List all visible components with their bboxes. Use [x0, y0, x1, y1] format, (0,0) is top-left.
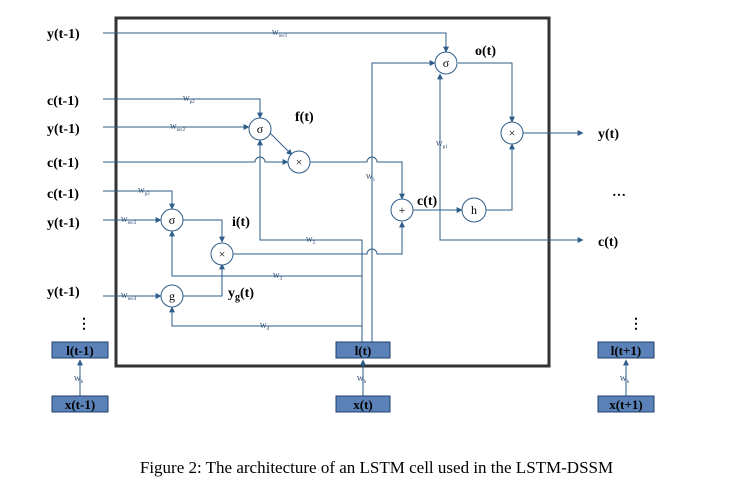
vdots-right: ⋮	[629, 317, 643, 332]
l-box-left-label: l(t-1)	[66, 343, 93, 358]
line-f-to-mul	[269, 132, 293, 156]
line-w1	[371, 60, 436, 342]
g-node	[160, 284, 184, 308]
label-y-out: y(t)	[598, 127, 619, 142]
input-y-3: y(t-1)	[47, 216, 80, 231]
weight-rec3: Wrec3	[121, 216, 137, 226]
weight-rec4: Wrec4	[121, 292, 137, 302]
input-gate-sigma-symbol: σ	[169, 213, 176, 227]
line-rec1	[103, 32, 449, 53]
cell-plus-node	[390, 198, 414, 222]
label-f: f(t)	[295, 110, 314, 125]
g-symbol: g	[169, 289, 175, 303]
weight-h-right: Wh	[620, 375, 630, 385]
l-box-mid	[335, 341, 391, 359]
line-mul-to-plus	[310, 156, 405, 200]
cell-frame	[114, 16, 551, 368]
weight-p1: Wp1	[436, 140, 448, 150]
weight-3: W3	[273, 272, 283, 282]
cell-plus-symbol: +	[399, 203, 406, 217]
l-box-right-label: l(t+1)	[611, 343, 642, 358]
forget-multiply-symbol: ×	[296, 155, 303, 169]
weight-p3: Wp3	[138, 187, 150, 197]
x-box-right-label: x(t+1)	[609, 397, 642, 412]
input-multiply-node	[210, 242, 234, 266]
label-c-out: c(t)	[598, 235, 619, 250]
input-gate-sigma	[160, 208, 184, 232]
line-o-to-mul	[458, 62, 515, 123]
l-box-mid-label: l(t)	[355, 343, 372, 358]
weight-h-left: Wh	[74, 375, 84, 385]
x-box-right	[597, 395, 655, 413]
output-gate-sigma-symbol: σ	[443, 56, 450, 70]
x-box-left-label: x(t-1)	[65, 397, 95, 412]
line-h-to-mul	[486, 143, 515, 211]
weight-1: W1	[366, 173, 376, 183]
weight-h-mid: Wh	[357, 375, 367, 385]
label-yg: yg(t)	[228, 286, 254, 303]
x-box-mid-label: x(t)	[353, 397, 373, 412]
tanh-h-symbol: h	[471, 203, 477, 217]
tanh-h-node	[461, 197, 487, 223]
line-i-to-mul	[183, 219, 225, 243]
input-y-2: y(t-1)	[47, 122, 80, 137]
line-p2	[103, 98, 263, 119]
weight-rec2: Wrec2	[170, 123, 186, 133]
line-g-to-mul	[183, 263, 225, 297]
line-w3	[169, 230, 362, 277]
input-c-3: c(t-1)	[47, 187, 79, 202]
label-o: o(t)	[475, 44, 496, 59]
input-multiply-symbol: ×	[219, 247, 226, 261]
label-i: i(t)	[232, 215, 250, 230]
weight-2: W2	[306, 236, 316, 246]
forget-multiply-node	[287, 150, 311, 174]
l-box-right	[597, 341, 655, 359]
forget-gate-sigma	[248, 117, 272, 141]
x-box-left	[51, 395, 109, 413]
weight-4: W4	[260, 322, 270, 332]
input-y-4: y(t-1)	[47, 285, 80, 300]
output-multiply-node	[500, 121, 524, 145]
x-box-mid	[335, 395, 391, 413]
line-mul-i-to-plus	[233, 221, 405, 255]
vdots-left: ⋮	[77, 317, 91, 332]
forget-gate-sigma-symbol: σ	[257, 122, 264, 136]
output-multiply-symbol: ×	[509, 126, 516, 140]
line-p3	[103, 190, 175, 210]
weight-rec1: Wrec1	[272, 29, 288, 39]
input-y-1: y(t-1)	[47, 27, 80, 42]
l-box-left	[51, 341, 109, 359]
input-c-1: c(t-1)	[47, 94, 79, 109]
figure-caption: Figure 2: The architecture of an LSTM ce…	[139, 458, 614, 477]
line-w2	[257, 139, 363, 342]
input-c-2: c(t-1)	[47, 156, 79, 171]
output-gate-sigma	[434, 51, 458, 75]
hdots-right: …	[612, 185, 626, 200]
label-c: c(t)	[417, 194, 438, 209]
line-c-out	[439, 210, 584, 243]
weight-p2: Wp2	[183, 95, 195, 105]
line-w4	[169, 306, 362, 327]
